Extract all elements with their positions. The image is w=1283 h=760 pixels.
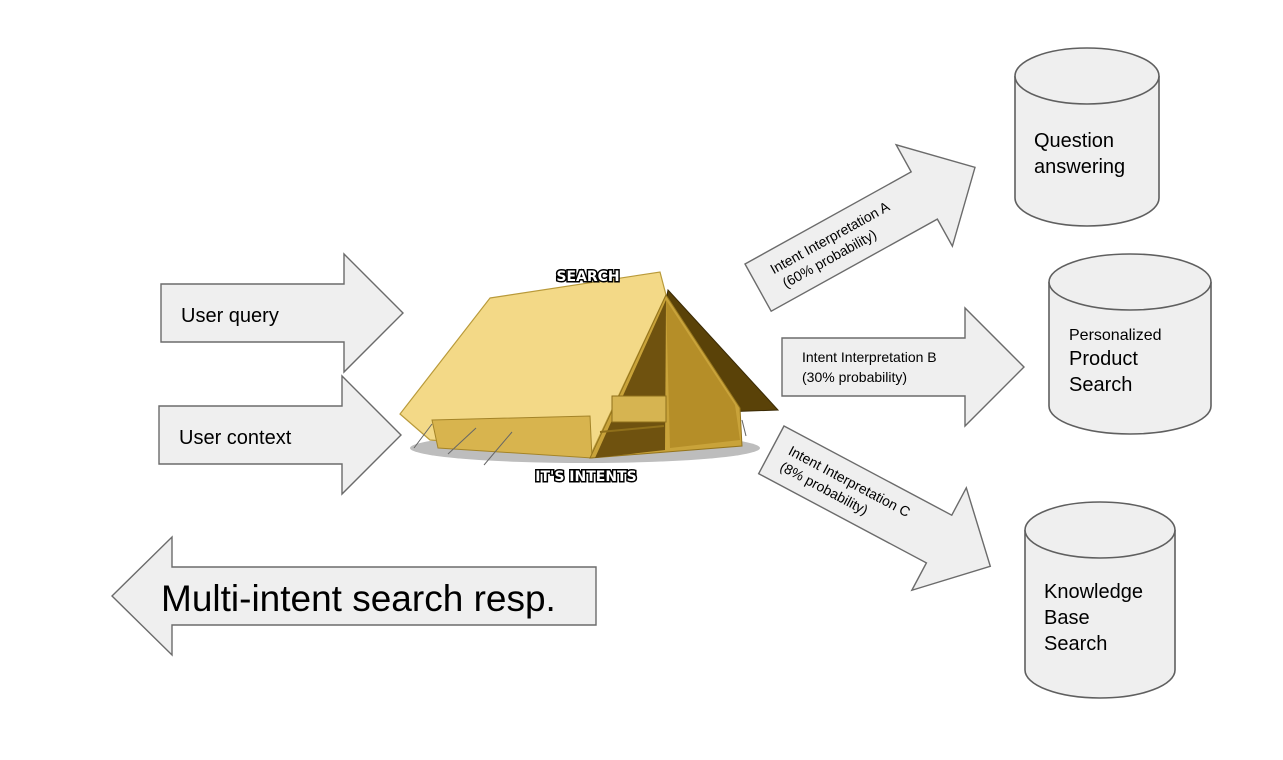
kb-line2: Base — [1044, 607, 1090, 629]
user-query-label: User query — [181, 305, 279, 327]
kb-line3: Search — [1044, 633, 1107, 655]
qa-line2: answering — [1034, 156, 1125, 178]
product-line2: Product — [1069, 348, 1138, 370]
user-context-arrow: User context — [158, 374, 402, 496]
intent-b-arrow: Intent Interpretation B (30% probability… — [781, 306, 1025, 428]
qa-line1: Question — [1034, 130, 1114, 152]
intent-b-line1: Intent Interpretation B — [802, 349, 937, 365]
intent-c-arrow: Intent Interpretation C (8% probability) — [757, 425, 992, 592]
intent-a-arrow: Intent Interpretation A (60% probability… — [744, 143, 976, 313]
user-context-label: User context — [179, 427, 292, 449]
question-answering-database: Question answering — [1014, 47, 1160, 227]
tent-illustration: SEARCH IT'S INTENTS — [399, 268, 780, 487]
response-arrow: Multi-intent search resp. — [111, 535, 597, 657]
product-search-database: Personalized Product Search — [1048, 253, 1212, 435]
response-label: Multi-intent search resp. — [161, 578, 556, 619]
intent-b-line2: (30% probability) — [802, 369, 907, 385]
product-line3: Search — [1069, 374, 1132, 396]
tent-top-label: SEARCH — [556, 269, 619, 285]
kb-line1: Knowledge — [1044, 581, 1143, 603]
knowledge-base-database: Knowledge Base Search — [1024, 501, 1176, 699]
tent-bottom-label: IT'S INTENTS — [535, 469, 636, 485]
user-query-arrow: User query — [160, 252, 404, 374]
product-line1: Personalized — [1069, 327, 1162, 344]
